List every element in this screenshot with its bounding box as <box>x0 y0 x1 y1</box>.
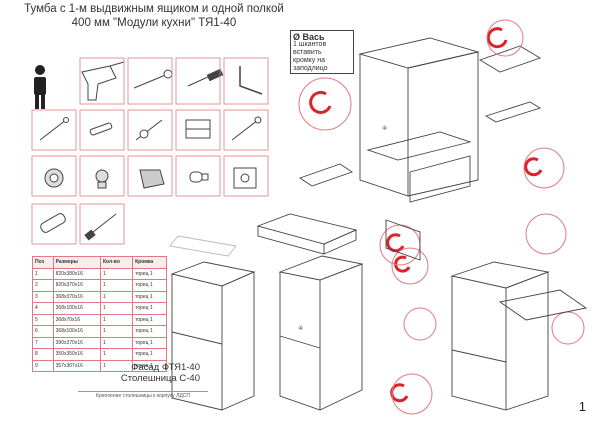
table-row: 9 357x367x16 1 торец 1 <box>32 359 167 372</box>
note-line: вставить <box>293 49 322 56</box>
table-cell: торец 1 <box>132 302 167 315</box>
table-cell: 1 <box>99 267 134 280</box>
table-cell: 357x367x16 <box>52 359 101 372</box>
plug-icon <box>189 171 209 183</box>
note-line: 1 шкантов <box>293 41 327 48</box>
cabinet-step-1 <box>169 235 256 411</box>
person-icon <box>34 65 46 109</box>
table-header: Кол-во <box>99 256 134 269</box>
instruction-title: Тумба с 1-м выдвижным ящиком и одной пол… <box>4 2 304 30</box>
hex-key-icon <box>239 66 263 95</box>
table-cell: 1 <box>99 290 134 303</box>
bolt-icon <box>133 69 173 89</box>
svg-text:④: ④ <box>298 325 303 332</box>
table-cell: 1 <box>99 336 134 349</box>
table-cell: 1 <box>99 313 134 326</box>
screwdriver-icon <box>187 68 224 87</box>
table-cell: торец 1 <box>132 336 167 349</box>
cabinet-step-2: ④ <box>278 255 364 411</box>
table-cell: 820x380x16 <box>52 267 101 280</box>
wood-screw-icon <box>231 116 262 141</box>
parts-table: Поз Размеры Кол-во Кромка 1 820x380x16 1… <box>32 256 167 372</box>
table-cell: 8 <box>32 348 54 361</box>
table-cell: торец 1 <box>132 325 167 338</box>
table-cell: 4 <box>32 302 54 315</box>
table-cell: 1 <box>99 302 134 315</box>
table-row: 7 390x370x16 1 торец 1 <box>32 336 167 349</box>
table-row: 8 350x350x16 1 торец 1 <box>32 348 167 361</box>
table-cell: 1 <box>99 359 134 372</box>
cabinet-step-3 <box>450 261 588 411</box>
table-header: Размеры <box>52 256 101 269</box>
table-cell: торец 1 <box>132 279 167 292</box>
table-cell: 1 <box>99 325 134 338</box>
table-cell: торец 1 <box>132 290 167 303</box>
table-cell: 368x100x16 <box>52 325 101 338</box>
facade-line-2: Столешница С-40 <box>120 373 200 384</box>
knob-icon <box>95 169 109 189</box>
facade-line-1: Фасад ФТЯ1-40 <box>131 362 200 373</box>
drill-bit-icon <box>84 213 117 241</box>
table-cell: торец 1 <box>132 313 167 326</box>
hinge-icon <box>185 119 211 139</box>
note-line: заподлицо <box>293 65 328 72</box>
table-cell: 3 <box>32 290 54 303</box>
table-cell: 9 <box>32 359 54 372</box>
table-row: 6 368x100x16 1 торец 1 <box>32 325 167 338</box>
table-cell: 820x370x16 <box>52 279 101 292</box>
page-number: 1 <box>578 399 586 414</box>
note-heading: Ø Вась <box>293 32 325 42</box>
shelf-pin-icon <box>40 213 66 233</box>
drill-icon <box>81 61 125 101</box>
foot-icon <box>139 169 165 189</box>
callout-circles <box>298 19 585 415</box>
table-cell: 368x70x16 <box>52 313 101 326</box>
bracket-icon <box>233 167 257 189</box>
table-row: 2 820x370x16 1 торец 1 <box>32 279 167 292</box>
table-cell: 1 <box>99 348 134 361</box>
table-cell: 368x100x16 <box>52 302 101 315</box>
table-cell: 350x350x16 <box>52 348 101 361</box>
table-row: 1 820x380x16 1 торец 1 <box>32 267 167 280</box>
countertop-caption: Крепление столешницы к корпусу ЛДСП <box>78 391 208 399</box>
facade-label: Фасад ФТЯ1-40 Столешница С-40 <box>100 362 200 384</box>
exploded-cabinet: ④ <box>298 37 542 203</box>
drawer-assembly <box>256 213 421 261</box>
table-cell: 6 <box>32 325 54 338</box>
table-cell: 368x370x16 <box>52 290 101 303</box>
svg-text:④: ④ <box>382 125 387 132</box>
table-header: Кромка <box>132 256 167 269</box>
table-header-row: Поз Размеры Кол-во Кромка <box>32 256 167 269</box>
cap-icon <box>44 168 64 188</box>
hardware-grid <box>31 57 269 245</box>
table-row: 4 368x100x16 1 торец 1 <box>32 302 167 315</box>
table-cell: 7 <box>32 336 54 349</box>
confirmat-icon <box>135 119 163 141</box>
table-row: 3 368x370x16 1 торец 1 <box>32 290 167 303</box>
table-row: 5 368x70x16 1 торец 1 <box>32 313 167 326</box>
dowel-icon <box>89 122 113 136</box>
screw-icon <box>39 117 69 141</box>
table-cell: торец 1 <box>132 267 167 280</box>
table-cell: 390x370x16 <box>52 336 101 349</box>
table-cell: торец 1 <box>132 348 167 361</box>
table-cell: 5 <box>32 313 54 326</box>
table-header: Поз <box>32 256 54 269</box>
note-line: кромку на <box>293 57 326 64</box>
table-cell: торец 1 <box>132 359 167 372</box>
table-cell: 1 <box>32 267 54 280</box>
title-line-2: 400 мм "Модули кухни" ТЯ1-40 <box>71 17 237 29</box>
title-line-1: Тумба с 1-м выдвижным ящиком и одной пол… <box>24 3 284 15</box>
table-cell: 2 <box>32 279 54 292</box>
dowel-note: Ø Вась 1 шкантов вставить кромку на запо… <box>290 30 354 74</box>
table-cell: 1 <box>99 279 134 292</box>
